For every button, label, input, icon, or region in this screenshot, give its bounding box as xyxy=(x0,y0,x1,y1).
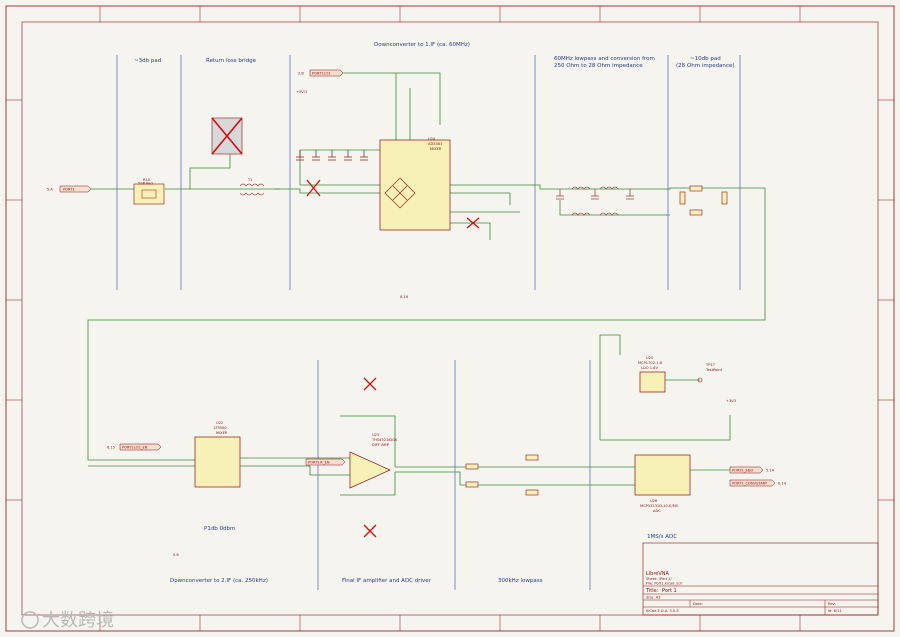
port1lo2-sheet-pin: 6.15 xyxy=(107,446,115,450)
title-block-rev-label: Rev: xyxy=(828,602,836,606)
u25-ref: U25 xyxy=(646,356,653,360)
port1if-label: PORT1IF_EN xyxy=(308,461,330,465)
port1-sdo-label: PORT1_SDO xyxy=(732,469,754,473)
r10-value: 5dB Pad xyxy=(138,182,153,186)
port1lo-sheet-pin: 2.B xyxy=(298,72,304,76)
u22-type: MIXER xyxy=(216,431,228,435)
section-label-final-if: Final IF amplifier and ADC driver xyxy=(342,578,432,584)
section-label-300k-lowpass: 300kHz lowpass xyxy=(498,578,543,584)
tp17-ref: TP17 xyxy=(705,363,715,367)
title-block-sheet: Sheet: /Port 1/ xyxy=(646,577,673,581)
u22-mixer-body xyxy=(194,436,241,488)
section-label-lowpass60: 60MHz lowpass and conversion from xyxy=(554,56,655,62)
title-block-date: Date: xyxy=(693,602,703,606)
port1-sheet-pin: 5.A xyxy=(47,188,53,192)
port1if-label-box xyxy=(305,458,346,466)
port1-conv-pin: 6.14 xyxy=(778,482,787,486)
port1-sdo-pin: 5.14 xyxy=(766,469,775,473)
dnp-cross-c2 xyxy=(363,377,377,391)
r10-ref: R10 xyxy=(143,178,151,182)
title-block-org: LibreVNA xyxy=(646,571,670,577)
sheet-pin-e: 8.16 xyxy=(400,295,409,299)
t1-transformer xyxy=(239,183,265,196)
pad-10db-resistors xyxy=(679,185,728,216)
u24-value: AD5381 xyxy=(428,142,442,146)
u23-value: THS4521IDGK xyxy=(371,438,398,442)
wires xyxy=(75,72,766,496)
u26-type: ADC xyxy=(653,509,661,513)
t1-ref: T1 xyxy=(247,178,252,182)
section-label-p1db: P1db 0dbm xyxy=(204,526,235,532)
u22-value: LT5560 xyxy=(214,426,228,430)
section-label-lowpass60b: 250 Ohm to 28 Ohm impedance xyxy=(554,63,643,69)
frame-ticks xyxy=(6,6,894,631)
title-block-title-label: Title: xyxy=(645,588,659,594)
mixer-symbol-icon xyxy=(384,177,416,209)
dnp-cross-a2 xyxy=(306,179,321,197)
u25-value: MCP1702-1.8 xyxy=(638,361,663,365)
lowpass-300k-filter xyxy=(465,454,539,496)
port1lo2-label-box xyxy=(119,443,162,451)
section-label-adc: 1MS/s ADC xyxy=(647,534,677,540)
u24-mixer-body xyxy=(379,139,451,231)
sheet-pin-d: 5.6 xyxy=(173,553,179,557)
testpoint-icon xyxy=(697,377,703,383)
u23-type: DIFF AMP xyxy=(372,443,390,447)
u26-ref: U26 xyxy=(650,499,658,503)
power-label-3v3: +3V3 xyxy=(726,399,736,403)
r10-pad-inner xyxy=(141,189,157,199)
u24-ref: U24 xyxy=(428,137,436,141)
section-label-10db-pad-b: (28 Ohm impedance) xyxy=(676,63,734,69)
port1-conv-label-box xyxy=(729,479,776,487)
port1-conv-label: PORT1_CONVSTART xyxy=(732,482,768,486)
port1-sdo-label-box xyxy=(729,466,764,474)
section-dividers xyxy=(116,55,741,590)
bridge-dnp-cross-2 xyxy=(211,117,243,155)
watermark-text: 大数跨境 xyxy=(42,610,114,631)
title-block-kicad: KiCad E.D.A. 5.0.5 xyxy=(646,609,679,613)
section-label-downconv2: Downconverter to 2.IF (ca. 250kHz) xyxy=(170,578,268,584)
u23-ref: U23 xyxy=(372,433,379,437)
u26-value: MCP33131D-10-E/MS xyxy=(640,504,679,508)
tp17-value: TestPoint xyxy=(705,368,723,372)
u25-type: LDO 1.8V xyxy=(641,366,658,370)
sheet-border-outer xyxy=(5,5,895,632)
watermark: 大数跨境 xyxy=(21,610,114,631)
port1lo-label-box xyxy=(309,69,344,77)
section-label-bridge: Return loss bridge xyxy=(206,58,257,64)
sheet-border-inner xyxy=(21,21,879,616)
title-block-size: Size: A3 xyxy=(646,596,660,600)
u26-adc-body xyxy=(634,454,691,496)
power-label-5v: +5V/1 xyxy=(296,90,307,94)
section-label-3db-pad: ~3db pad xyxy=(134,58,161,64)
port1-label-box xyxy=(59,185,92,193)
title-block-id: Id: 6/11 xyxy=(828,609,842,613)
title-block-title: Port 1 xyxy=(662,588,677,594)
r10-pad-body xyxy=(133,183,165,205)
u23-amp-body xyxy=(349,451,391,489)
port1lo2-label: PORT1LO2_EN xyxy=(122,446,148,450)
u22-ref: U22 xyxy=(216,421,223,425)
section-label-10db-pad: ~10db pad xyxy=(690,56,721,62)
dnp-cross-d2 xyxy=(363,524,377,538)
u24-type: MIXER xyxy=(430,147,442,151)
lowpass-60mhz-filter xyxy=(556,186,634,216)
section-label-downconv1: Downconverter to 1.IF (ca. 60MHz) xyxy=(374,42,470,48)
port1-label: PORT1 xyxy=(63,188,75,192)
dnp-cross-b2 xyxy=(466,217,480,229)
port1lo-label: PORT1LO1 xyxy=(312,72,331,76)
cap-row-1 xyxy=(296,150,368,161)
title-block-file: File: Port1.kicad_sch xyxy=(646,582,682,586)
title-block xyxy=(642,542,879,616)
u25-ldo-body xyxy=(639,371,666,393)
